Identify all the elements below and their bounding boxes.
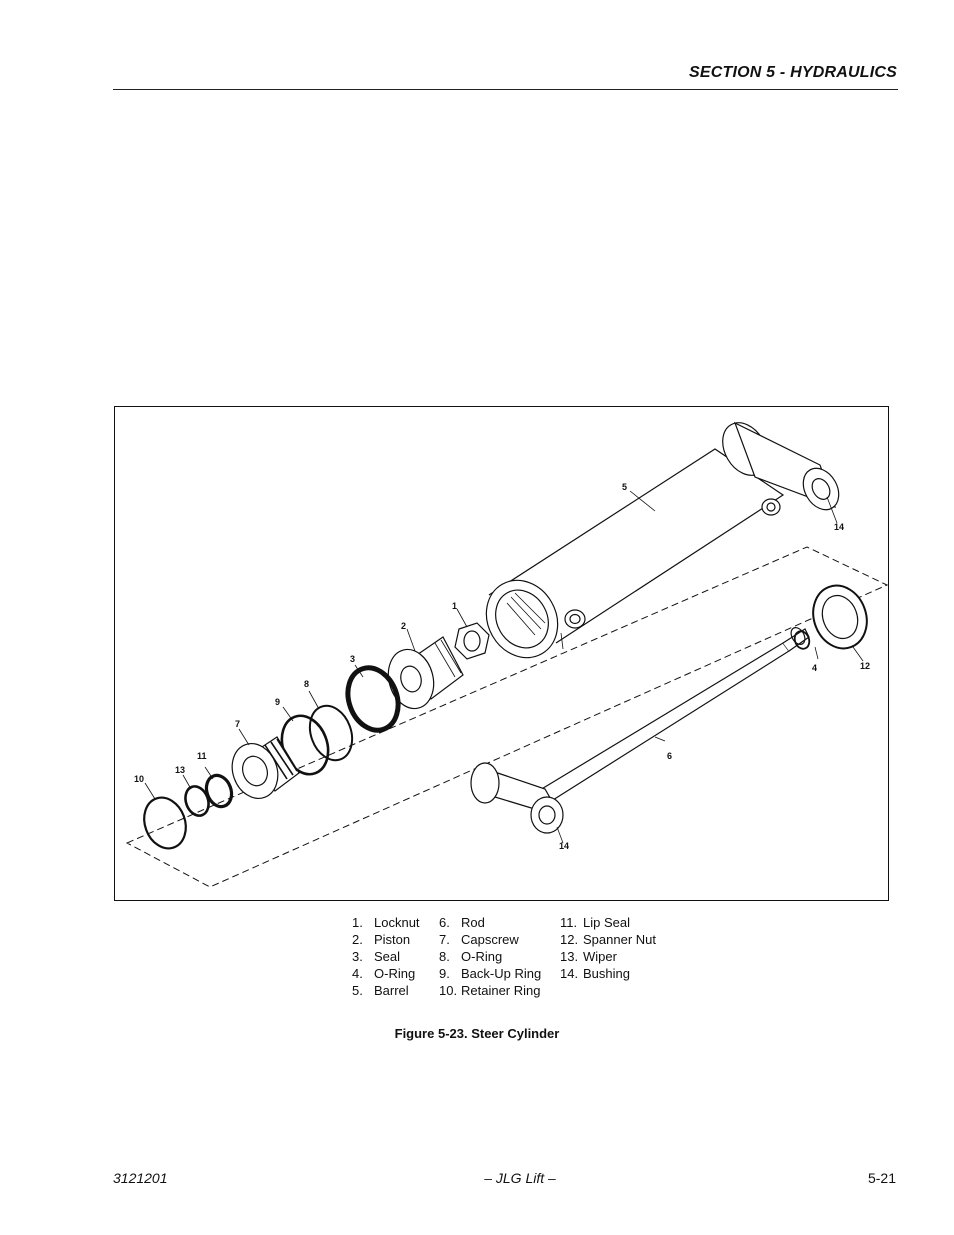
- spanner-nut-drawing: [812, 584, 868, 650]
- oring-4-drawing: [793, 630, 811, 650]
- callout-4: 4: [812, 663, 817, 673]
- legend-item: 3.Seal: [352, 949, 401, 964]
- legend-item: 11.Lip Seal: [560, 915, 630, 930]
- steer-cylinder-exploded-view: 5 14 1 2 3 8 9 7 11 13 10 6 4 12 14: [125, 421, 888, 888]
- callout-7: 7: [235, 719, 240, 729]
- legend-column-2: 6.Rod 7.Capscrew 8.O-Ring 9.Back-Up Ring…: [439, 914, 541, 999]
- legend-item: 2.Piston: [352, 932, 411, 947]
- wiper-drawing: [184, 785, 210, 817]
- callout-3: 3: [350, 654, 355, 664]
- legend-item: 4.O-Ring: [352, 966, 416, 981]
- callout-11: 11: [197, 751, 207, 761]
- locknut-drawing: [454, 622, 490, 660]
- piston-drawing: [387, 636, 464, 710]
- callout-14-barrel: 14: [834, 522, 844, 532]
- callout-1: 1: [452, 601, 457, 611]
- capscrew-drawing: [231, 736, 300, 799]
- retainer-ring-drawing: [143, 796, 187, 850]
- footer-publisher: – JLG Lift –: [484, 1170, 556, 1186]
- legend-item: 14.Bushing: [560, 966, 630, 981]
- footer-doc-number: 3121201: [113, 1170, 168, 1186]
- legend-item: 12.Spanner Nut: [560, 932, 656, 947]
- legend-column-1: 1.Locknut 2.Piston 3.Seal 4.O-Ring 5.Bar…: [352, 914, 420, 999]
- barrel-drawing: [485, 421, 840, 659]
- seal-drawing: [345, 665, 401, 733]
- callout-8: 8: [304, 679, 309, 689]
- figure-steer-cylinder: 5 14 1 2 3 8 9 7 11 13 10 6 4 12 14: [114, 406, 889, 901]
- legend-column-3: 11.Lip Seal 12.Spanner Nut 13.Wiper 14.B…: [560, 914, 656, 982]
- figure-caption: Figure 5-23. Steer Cylinder: [394, 1026, 560, 1041]
- legend-item: 7.Capscrew: [439, 932, 519, 947]
- legend-item: 5.Barrel: [352, 983, 409, 998]
- legend-item: 1.Locknut: [352, 915, 420, 930]
- callout-9: 9: [275, 697, 280, 707]
- footer-page-number: 5-21: [867, 1170, 896, 1186]
- section-title: SECTION 5 - HYDRAULICS: [689, 64, 897, 81]
- legend-item: 9.Back-Up Ring: [439, 966, 542, 981]
- assembly-plane-outline: [125, 546, 888, 888]
- callout-2: 2: [401, 621, 406, 631]
- oring-8-drawing: [308, 704, 354, 762]
- legend-item: 10.Retainer Ring: [439, 983, 541, 998]
- callout-13: 13: [175, 765, 185, 775]
- header-divider: [113, 89, 898, 90]
- rod-drawing: [470, 627, 810, 834]
- callout-5: 5: [622, 482, 627, 492]
- callout-14-rod: 14: [559, 841, 569, 851]
- callout-10: 10: [134, 774, 144, 784]
- legend-item: 13.Wiper: [560, 949, 617, 964]
- legend-item: 6.Rod: [439, 915, 485, 930]
- legend-item: 8.O-Ring: [439, 949, 503, 964]
- callout-12: 12: [860, 661, 870, 671]
- callout-6: 6: [667, 751, 672, 761]
